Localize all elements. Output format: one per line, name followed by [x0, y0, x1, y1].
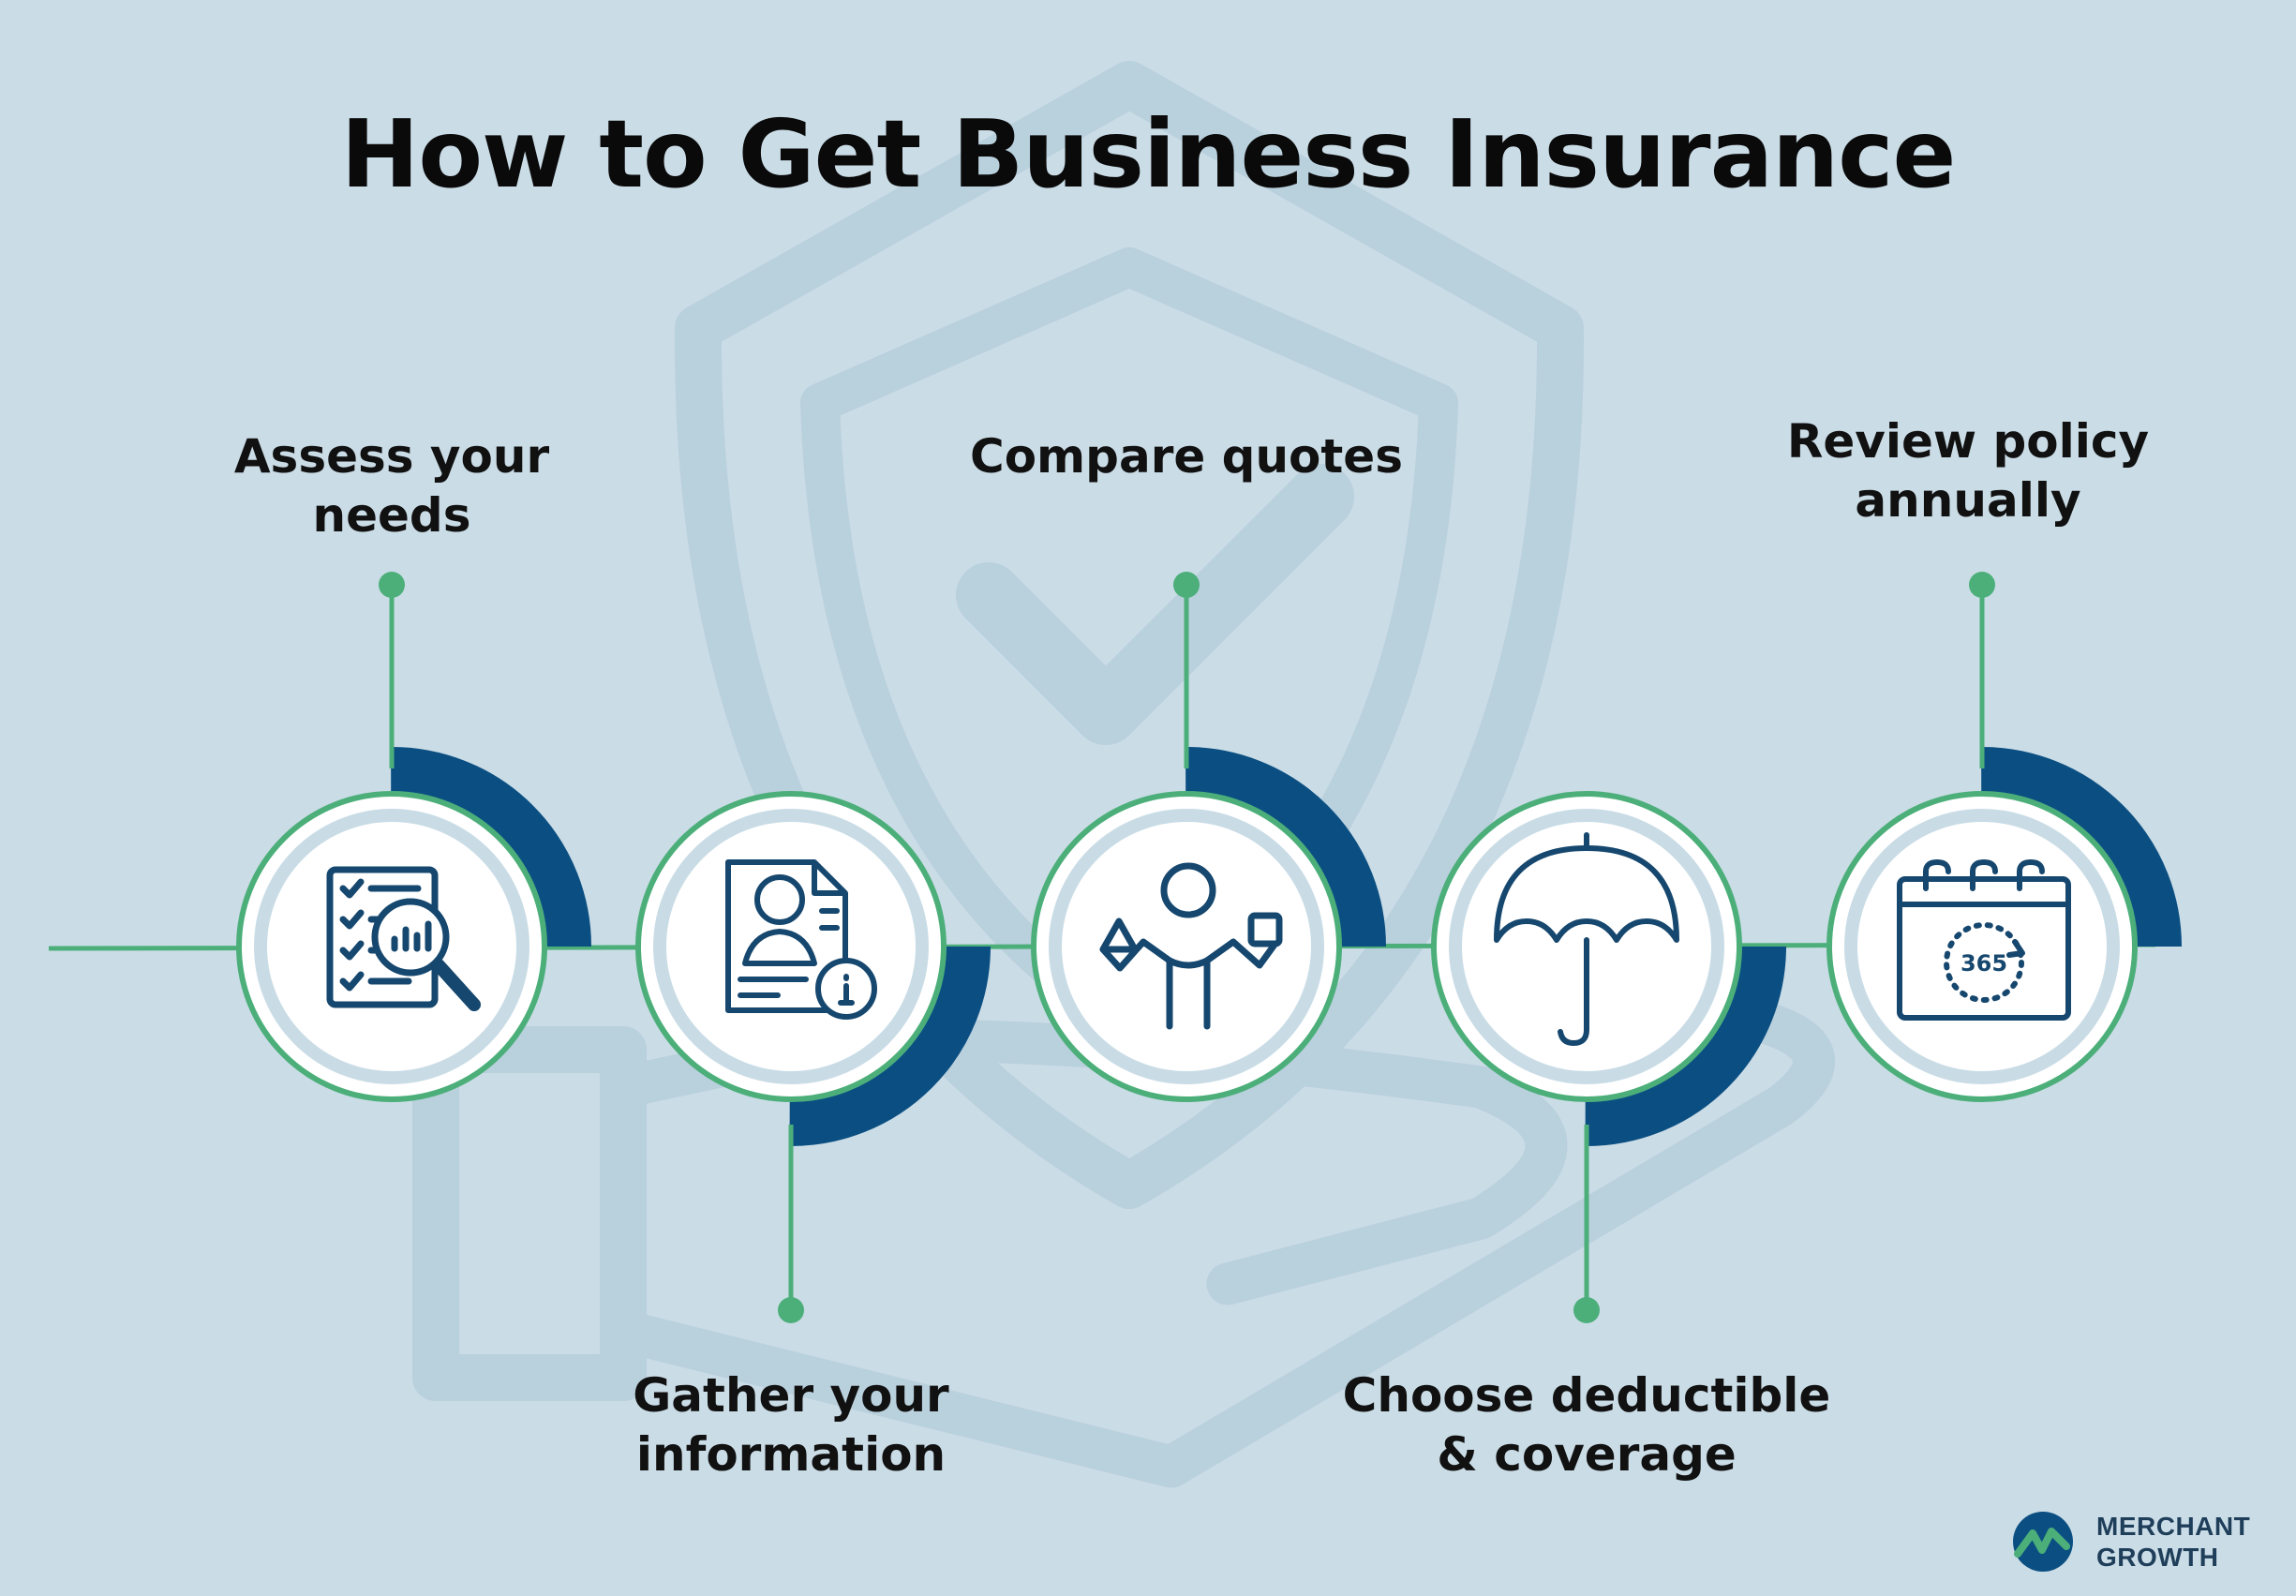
logo-wordmark: MERCHANT GROWTH	[2096, 1511, 2250, 1573]
step-2-marker-dot	[778, 1297, 804, 1323]
calendar-365-label: 365	[1961, 950, 2007, 977]
merchant-growth-logo: MERCHANT GROWTH	[2010, 1507, 2277, 1577]
step-1-label: Assess your needs	[233, 429, 550, 543]
step-3-label: Compare quotes	[970, 429, 1403, 484]
step-5-review-node: 365	[1782, 572, 2182, 1146]
step-4-marker-dot	[1573, 1297, 1600, 1323]
step-4-label: Choose deductible & coverage	[1342, 1368, 1831, 1482]
step-1-assess-node	[192, 572, 591, 1146]
page-title: How to Get Business Insurance	[340, 99, 1957, 209]
step-1-marker-dot	[379, 572, 405, 598]
step-3-marker-dot	[1173, 572, 1200, 598]
step-5-label: Review policy annually	[1786, 414, 2150, 528]
step-5-marker-dot	[1969, 572, 1995, 598]
step-3-compare-node	[987, 572, 1386, 1146]
shield-hand-watermark-icon	[412, 61, 1835, 1488]
checklist-magnifier-chart-icon	[326, 866, 481, 1011]
logo-line-2: GROWTH	[2096, 1543, 2219, 1572]
umbrella-icon	[1494, 832, 1679, 1046]
logo-line-1: MERCHANT	[2096, 1512, 2251, 1541]
person-balancing-scales-icon	[1099, 862, 1283, 1030]
merchant-growth-logo-icon	[2013, 1512, 2073, 1572]
step-2-gather-node	[591, 747, 991, 1323]
profile-document-info-icon	[725, 859, 877, 1020]
calendar-365-icon	[1897, 859, 2071, 1021]
step-2-label: Gather your information	[633, 1368, 949, 1482]
step-4-choose-node	[1387, 747, 1786, 1323]
